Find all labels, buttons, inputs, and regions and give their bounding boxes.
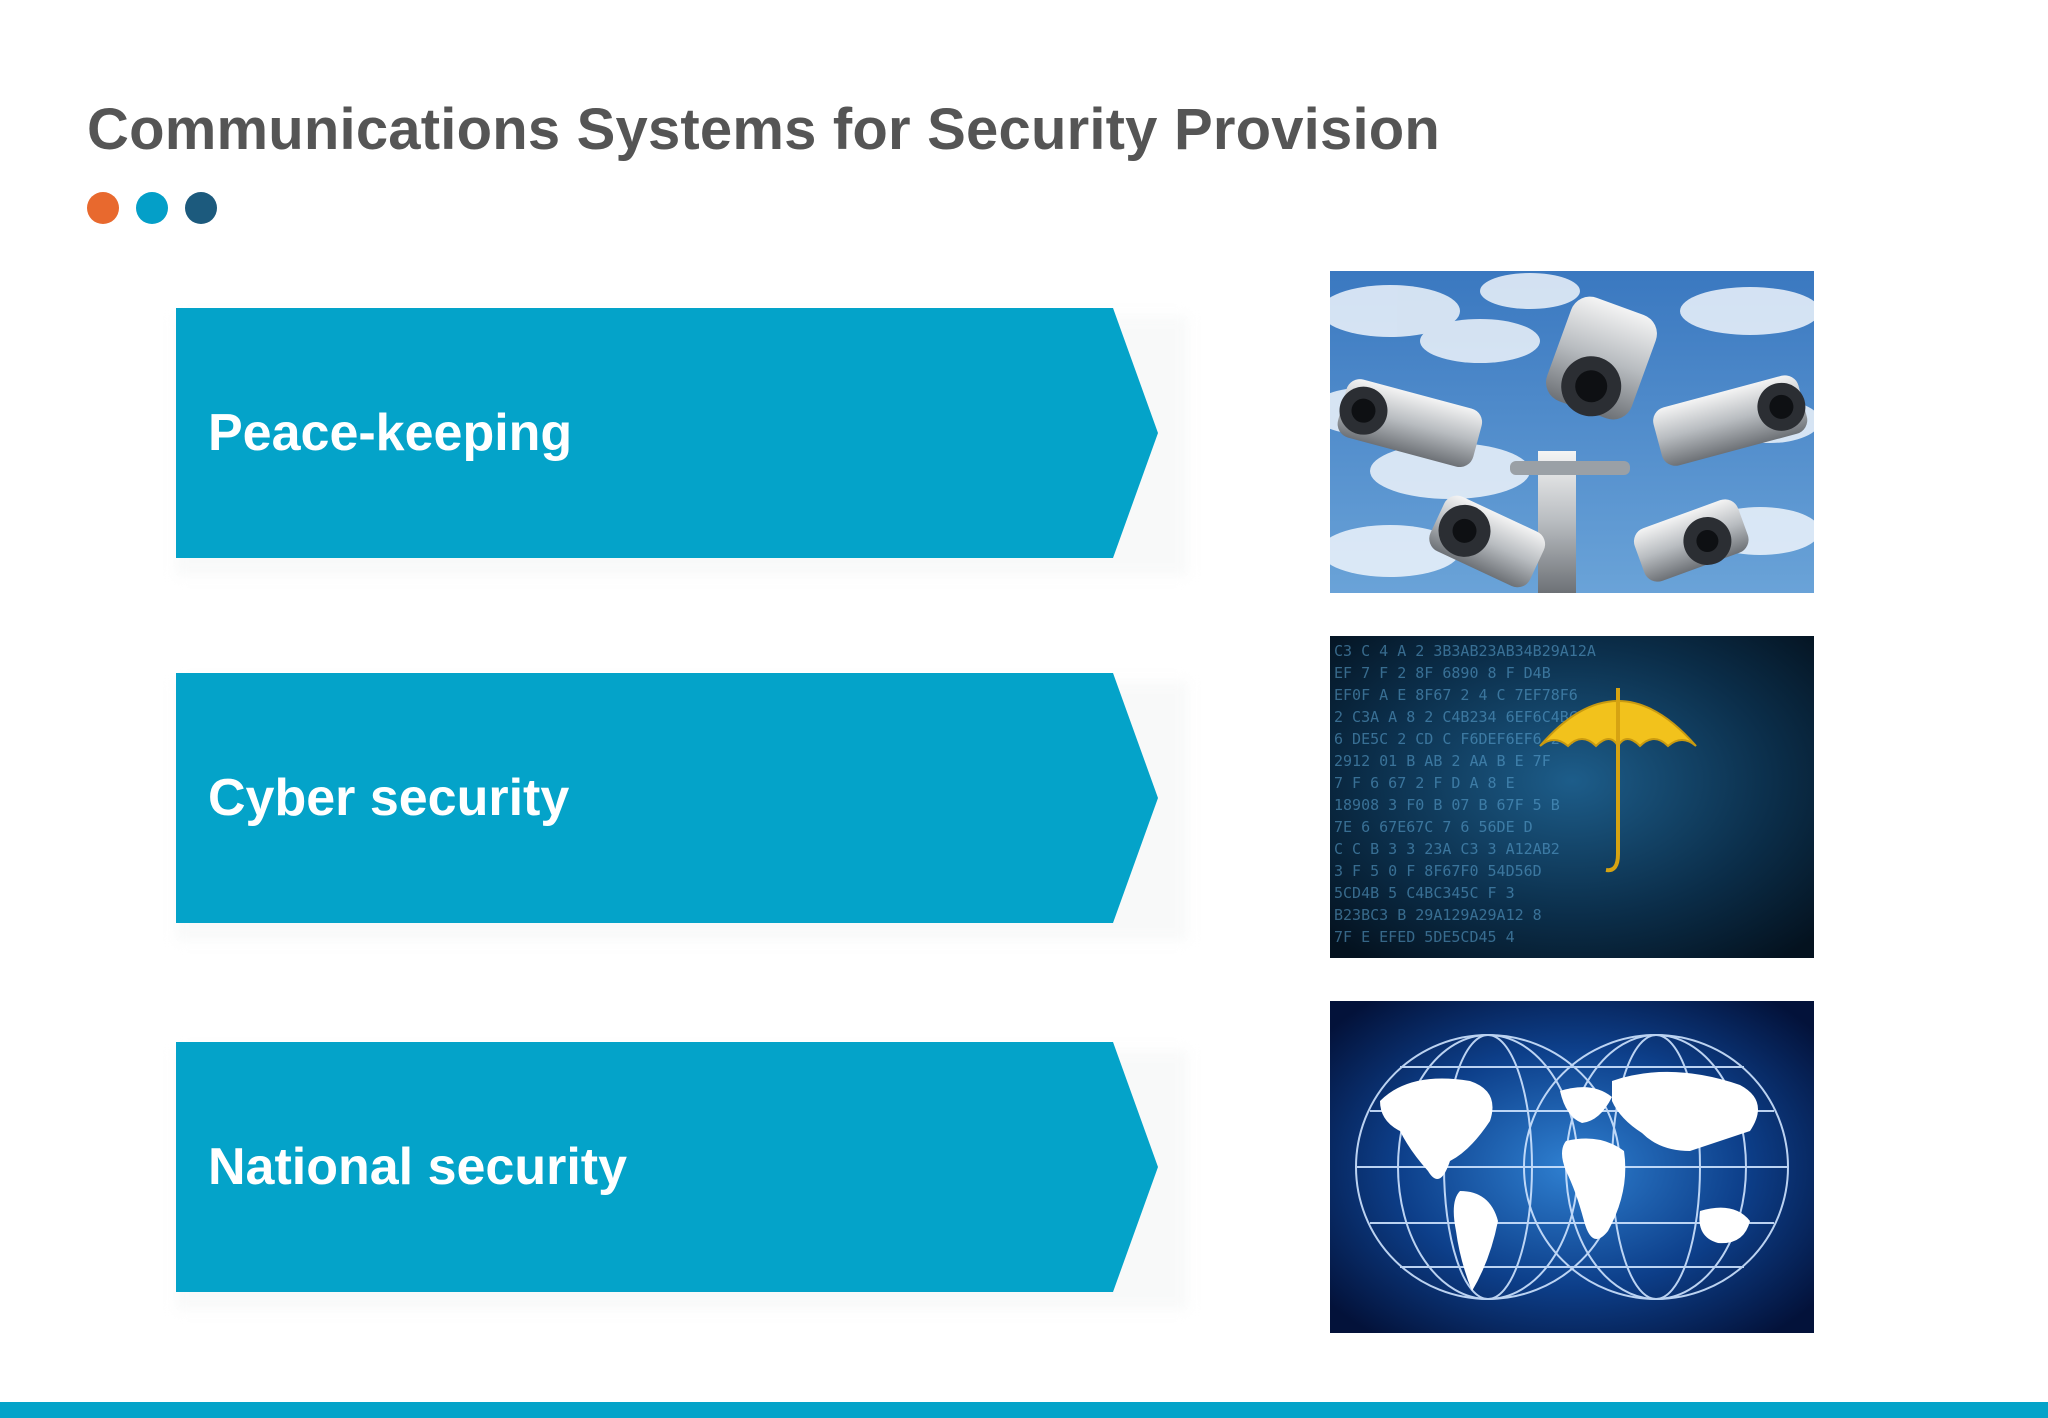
navy-dot: [185, 192, 217, 224]
blue-dot: [136, 192, 168, 224]
chevron-national-security: National security: [176, 1042, 1158, 1292]
svg-text:2 C3A A 8 2 C4B234 6EF6C4: 2 C3A A 8 2 C4B234 6EF6C4BC: [1334, 708, 1578, 726]
svg-text:C3 C 4 A 2 3B3AB23AB34B29A1: C3 C 4 A 2 3B3AB23AB34B29A12A: [1334, 642, 1596, 660]
orange-dot: [87, 192, 119, 224]
svg-text:6 DE5C 2 CD C F6DEF6EF6 2: 6 DE5C 2 CD C F6DEF6EF6 2 7: [1334, 730, 1578, 748]
svg-text:3 F 5 0 F 8F67F0 54D56D: 3 F 5 0 F 8F67F0 54D56D: [1334, 862, 1542, 880]
svg-text:7 F 6 67 2 F D A 8 E: 7 F 6 67 2 F D A 8 E: [1334, 774, 1515, 792]
chevron-label: National security: [208, 1138, 628, 1196]
svg-text:B23BC3 B 29A129A29A12 8: B23BC3 B 29A129A29A12 8: [1334, 906, 1542, 924]
slide-title: Communications Systems for Security Prov…: [87, 97, 1441, 162]
chevron-label: Cyber security: [208, 769, 570, 827]
svg-text:C C B 3 3 23A C3 3 A12AB2: C C B 3 3 23A C3 3 A12AB2: [1334, 840, 1560, 858]
svg-text:5CD4B 5 C4BC345C F 3: 5CD4B 5 C4BC345C F 3: [1334, 884, 1515, 902]
svg-text:2912 01 B AB 2 AA B E 7: 2912 01 B AB 2 AA B E 7F: [1334, 752, 1551, 770]
cctv-cameras-image: [1330, 271, 1814, 593]
svg-text:7E 6 67E67C 7 6 56DE D: 7E 6 67E67C 7 6 56DE D: [1334, 818, 1533, 836]
world-globe-image: [1330, 1001, 1814, 1333]
svg-text:EF0F A E 8F67 2 4 C 7EF78: EF0F A E 8F67 2 4 C 7EF78F6: [1334, 686, 1578, 704]
svg-text:EF 7 F 2 8F 6890 8 F: EF 7 F 2 8F 6890 8 F D4B: [1334, 664, 1551, 682]
umbrella-code-image: C3 C 4 A 2 3B3AB23AB34B29A12A EF 7 F 2 8…: [1330, 636, 1814, 958]
chevron-cyber-security: Cyber security: [176, 673, 1158, 923]
svg-text:7F E EFED 5DE5CD45 4: 7F E EFED 5DE5CD45 4: [1334, 928, 1515, 946]
svg-text:18908 3 F0 B 07 B 67F 5 B: 18908 3 F0 B 07 B 67F 5 B: [1334, 796, 1560, 814]
chevron-peace-keeping: Peace-keeping: [176, 308, 1158, 558]
bottom-accent-bar: [0, 1402, 2048, 1418]
chevron-label: Peace-keeping: [208, 404, 573, 462]
